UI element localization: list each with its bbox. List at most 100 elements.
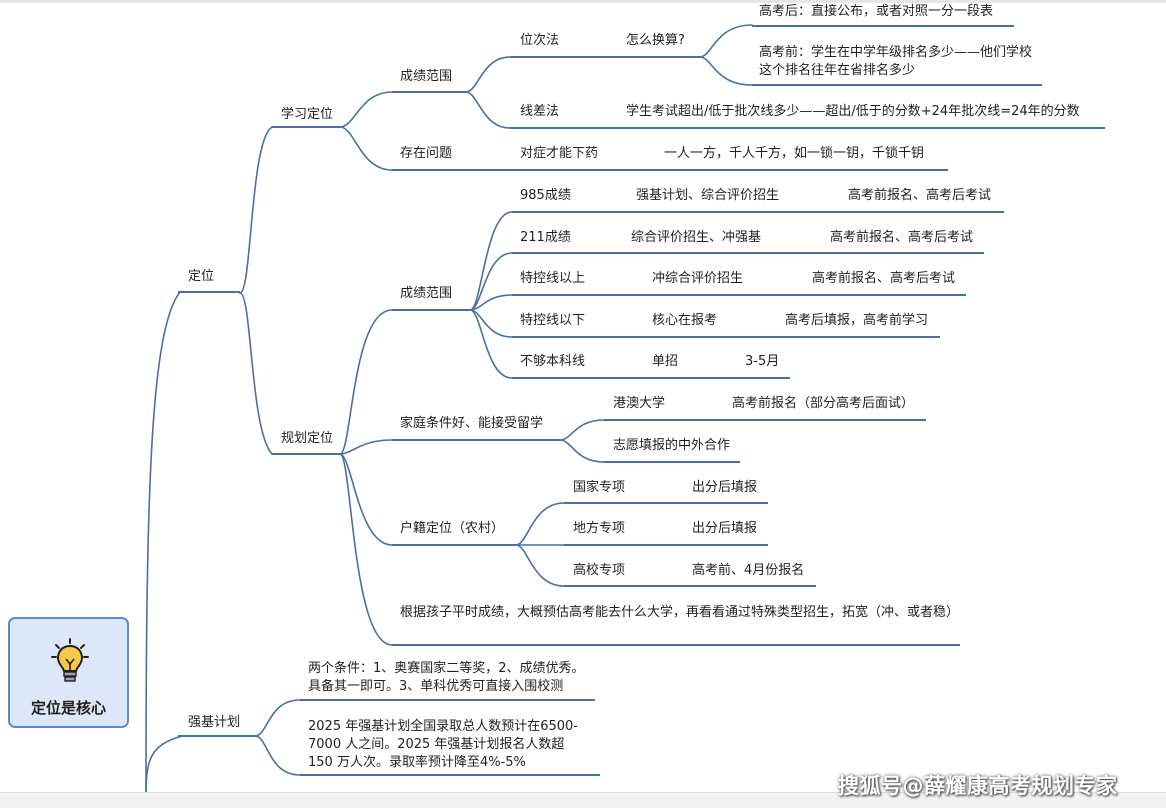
underline-danzhao: [644, 377, 736, 379]
node-gaoxiao[interactable]: 高校专项: [573, 563, 626, 578]
node-qiangji[interactable]: 强基计划: [188, 715, 241, 730]
underline-luqu: [300, 774, 600, 776]
node-tiaojian[interactable]: 两个条件：1、奥赛国家二等奖，2、成绩优秀。具备其一即可。3、单科优秀可直接入围…: [308, 661, 585, 694]
underline-211-b: [820, 252, 984, 254]
underline-211: [512, 252, 622, 254]
root-title: 定位是核心: [30, 699, 106, 717]
underline-gaoxiao-d: [684, 585, 816, 587]
connector-huji-gaoxiao: [515, 544, 565, 587]
connector-xuexi-cunzai: [339, 126, 393, 171]
connector-guihua-huji: [339, 453, 393, 546]
lightbulb-icon: [51, 638, 89, 682]
connector-jiating-zhongwai: [559, 439, 605, 463]
connector-score-xiancha: [465, 91, 511, 129]
connector-huji-guojia: [515, 502, 565, 546]
underline-985: [512, 211, 628, 213]
connector-huansuan-hou: [699, 24, 753, 58]
node-xuexi-score[interactable]: 成绩范围: [400, 69, 453, 84]
node-tekong-up[interactable]: 特控线以上: [520, 271, 586, 286]
bottom-scroll-bar[interactable]: [0, 792, 1166, 808]
node-985-b[interactable]: 高考前报名、高考后考试: [848, 188, 992, 203]
node-gaokaohou[interactable]: 高考后：直接公布，或者对照一分一段表: [759, 4, 994, 19]
underline-huansuan: [605, 56, 700, 58]
connector-qiangji-tiaojian: [254, 699, 301, 737]
node-zhongwai[interactable]: 志愿填报的中外合作: [613, 438, 731, 453]
node-211-a[interactable]: 综合评价招生、冲强基: [631, 230, 762, 245]
node-difang-d[interactable]: 出分后填报: [692, 521, 758, 536]
node-211-b[interactable]: 高考前报名、高考后考试: [830, 230, 974, 245]
node-month[interactable]: 3-5月: [745, 354, 780, 369]
node-guihua-score[interactable]: 成绩范围: [400, 286, 453, 301]
connector-score2-up: [469, 294, 513, 311]
underline-guojia-d: [684, 502, 768, 504]
underline-tekong-down: [512, 336, 644, 338]
underline-tiaojian: [300, 699, 595, 701]
connector-score2-985: [469, 211, 513, 311]
node-guihua[interactable]: 规划定位: [281, 431, 334, 446]
node-xiancha-detail[interactable]: 学生考试超出/低于批次线多少——超出/低于的分数+24年批次线=24年的分数: [626, 104, 1080, 119]
node-985[interactable]: 985成绩: [520, 188, 571, 203]
node-jiating[interactable]: 家庭条件好、能接受留学: [400, 416, 544, 431]
node-buguo[interactable]: 不够本科线: [520, 354, 586, 369]
underline-xiancha-detail: [605, 127, 1105, 129]
underline-duizheng: [510, 169, 638, 171]
node-huansuan[interactable]: 怎么换算?: [626, 33, 685, 48]
node-luqu[interactable]: 2025 年强基计划全国录取总人数预计在6500-7000 人之间。2025 年…: [308, 719, 578, 770]
node-xiancha[interactable]: 线差法: [520, 104, 560, 119]
node-danzhao[interactable]: 单招: [652, 354, 679, 369]
underline-985-a: [628, 211, 840, 213]
underline-tekong-up-b: [802, 294, 966, 296]
root-node[interactable]: 定位是核心: [8, 617, 129, 728]
underline-jiating: [392, 439, 560, 441]
node-guojia[interactable]: 国家专项: [573, 480, 626, 495]
underline-xuexi-score: [392, 91, 466, 93]
node-dingwei[interactable]: 定位: [188, 269, 215, 284]
node-genju[interactable]: 根据孩子平时成绩，大概预估高考能去什么大学，再看看通过特殊类型招生，拓宽（冲、或…: [400, 605, 960, 620]
underline-xiancha: [510, 127, 605, 129]
connector-root-dingwei: [145, 291, 181, 796]
underline-dingwei: [178, 291, 240, 293]
underline-tekong-down-b: [776, 336, 940, 338]
node-tekong-up-a[interactable]: 冲综合评价招生: [652, 271, 744, 286]
node-weici[interactable]: 位次法: [520, 33, 560, 48]
underline-buguo: [512, 377, 644, 379]
connector-huansuan-qian: [699, 56, 753, 86]
node-gangao-detail[interactable]: 高考前报名（部分高考后面试）: [732, 396, 915, 411]
underline-weici: [510, 56, 605, 58]
node-huji[interactable]: 户籍定位（农村）: [400, 521, 505, 536]
underline-difang-d: [684, 544, 768, 546]
underline-gaokaohou: [752, 25, 1014, 27]
underline-zhongwai: [604, 461, 740, 463]
underline-gaoxiao: [564, 585, 684, 587]
node-yiren[interactable]: 一人一方，千人千方，如一锁一钥，千锁千钥: [664, 146, 925, 161]
connector-guihua-jiating: [339, 439, 393, 455]
node-tekong-up-b[interactable]: 高考前报名、高考后考试: [812, 271, 956, 286]
connector-root-qiangji: [145, 735, 183, 796]
underline-211-a: [622, 252, 820, 254]
node-tekong-down-b[interactable]: 高考后填报，高考前学习: [785, 313, 929, 328]
underline-genju: [392, 644, 960, 646]
connector-score-weici: [465, 56, 511, 93]
underline-huji: [392, 544, 516, 546]
node-gangao[interactable]: 港澳大学: [613, 396, 666, 411]
node-211[interactable]: 211成绩: [520, 230, 571, 245]
underline-cunzai: [392, 169, 510, 171]
node-difang[interactable]: 地方专项: [573, 521, 626, 536]
node-cunzai[interactable]: 存在问题: [400, 146, 453, 161]
underline-gangao-detail: [722, 419, 926, 421]
node-duizheng[interactable]: 对症才能下药: [520, 146, 599, 161]
node-tekong-down-a[interactable]: 核心在报考: [652, 313, 718, 328]
underline-gaokaoqian: [752, 84, 1042, 86]
connector-dingwei-xuexi: [239, 126, 273, 294]
watermark-text: 搜狐号@薛耀康高考规划专家: [838, 774, 1118, 798]
top-border: [0, 0, 1166, 3]
node-985-a[interactable]: 强基计划、综合评价招生: [636, 188, 780, 203]
node-gaokaoqian[interactable]: 高考前：学生在中学年级排名多少——他们学校这个排名往年在省排名多少: [759, 45, 1033, 78]
node-gaoxiao-d[interactable]: 高考前、4月份报名: [692, 563, 805, 578]
node-xuexi[interactable]: 学习定位: [281, 107, 334, 122]
connector-guihua-score: [339, 309, 393, 455]
node-guojia-d[interactable]: 出分后填报: [692, 480, 758, 495]
connector-xuexi-score: [339, 91, 393, 128]
underline-tekong-down-a: [644, 336, 776, 338]
node-tekong-down[interactable]: 特控线以下: [520, 313, 586, 328]
